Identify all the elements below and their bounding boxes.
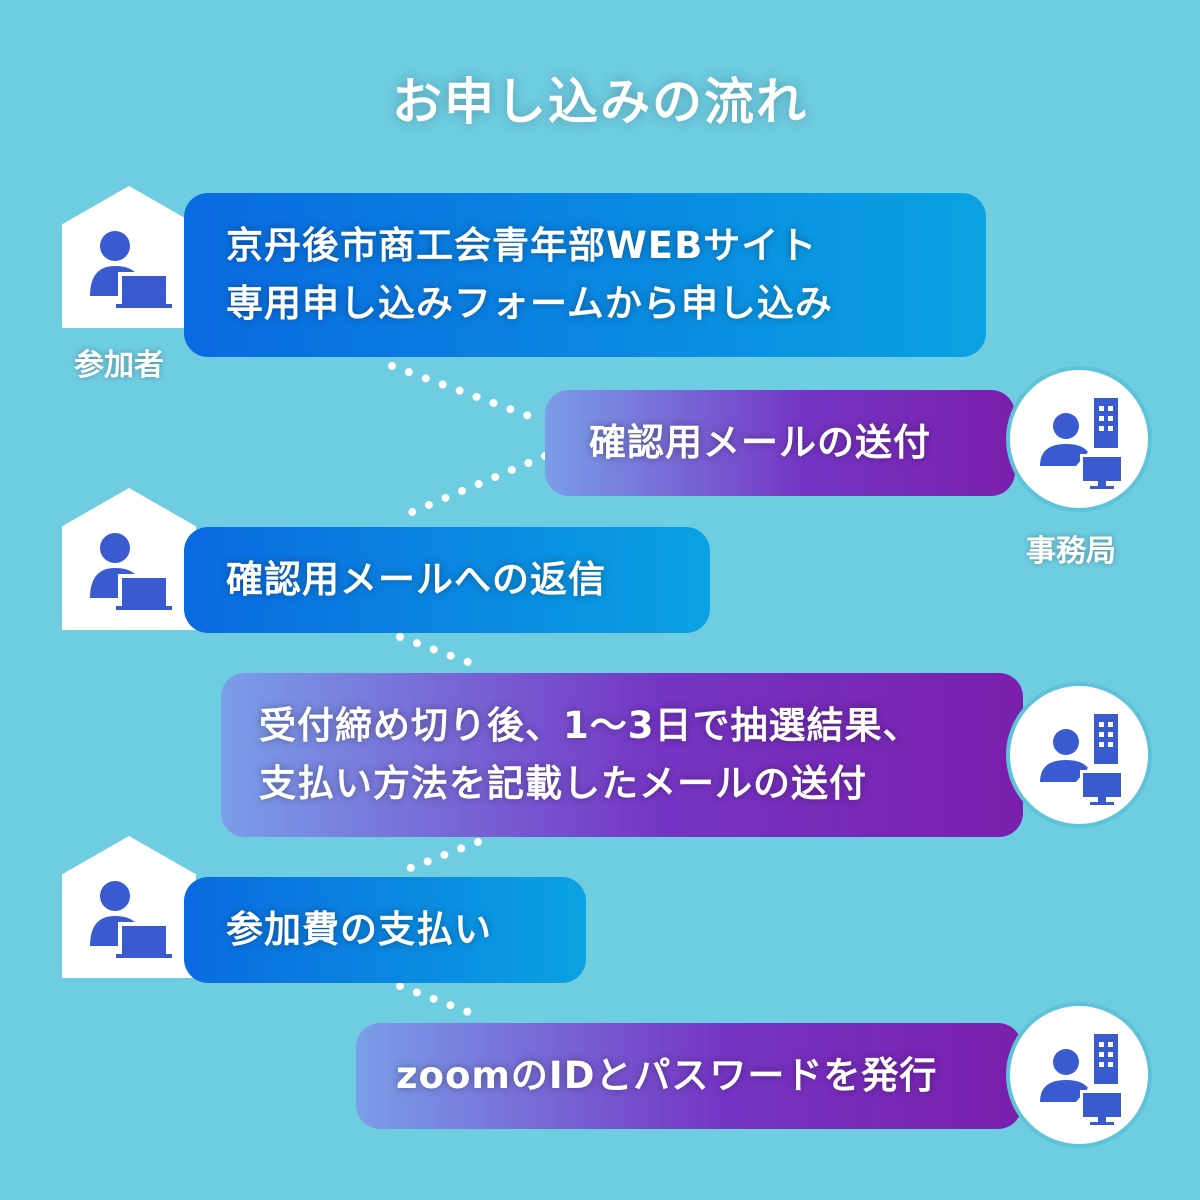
step-5-bubble: 参加費の支払い <box>184 877 586 983</box>
person-with-building-and-monitor-icon <box>1040 398 1124 489</box>
person-with-laptop-icon <box>90 231 172 308</box>
step-2-text: 確認用メールの送付 <box>589 421 931 464</box>
connector-3 <box>396 633 488 672</box>
person-with-laptop-icon <box>90 881 172 958</box>
step-4-text: 受付締め切り後、1〜3日で抽選結果、 支払い方法を記載したメールの送付 <box>259 704 921 805</box>
person-with-building-and-monitor-icon <box>1040 1034 1124 1125</box>
person-with-building-and-monitor-icon <box>1040 714 1124 805</box>
step-6-bubble: zoomのIDとパスワードを発行 <box>356 1023 1022 1129</box>
participant-house-icon <box>62 186 196 328</box>
office-icon-2 <box>1006 682 1152 828</box>
connector-1 <box>388 362 544 424</box>
step-5-text: 参加費の支払い <box>226 908 492 951</box>
page-title: お申し込みの流れ <box>392 73 808 131</box>
step-3-bubble: 確認用メールへの返信 <box>184 527 710 633</box>
step-4-bubble: 受付締め切り後、1〜3日で抽選結果、 支払い方法を記載したメールの送付 <box>221 673 1023 837</box>
connector-5 <box>396 982 488 1022</box>
step-2-bubble: 確認用メールの送付 <box>545 390 1015 496</box>
participant-label: 参加者 <box>74 348 164 383</box>
step-1-text: 京丹後市商工会青年部WEBサイト 専用申し込みフォームから申し込み <box>226 224 833 325</box>
connector-2 <box>394 452 549 522</box>
step-1-bubble: 京丹後市商工会青年部WEBサイト 専用申し込みフォームから申し込み <box>184 193 986 357</box>
step-3-text: 確認用メールへの返信 <box>226 558 606 601</box>
connector-4 <box>396 838 482 876</box>
office-label: 事務局 <box>1026 534 1116 569</box>
step-6-text: zoomのIDとパスワードを発行 <box>396 1054 938 1097</box>
office-icon-1 <box>1006 366 1152 512</box>
person-with-laptop-icon <box>90 533 172 610</box>
office-icon-3 <box>1006 1002 1152 1148</box>
